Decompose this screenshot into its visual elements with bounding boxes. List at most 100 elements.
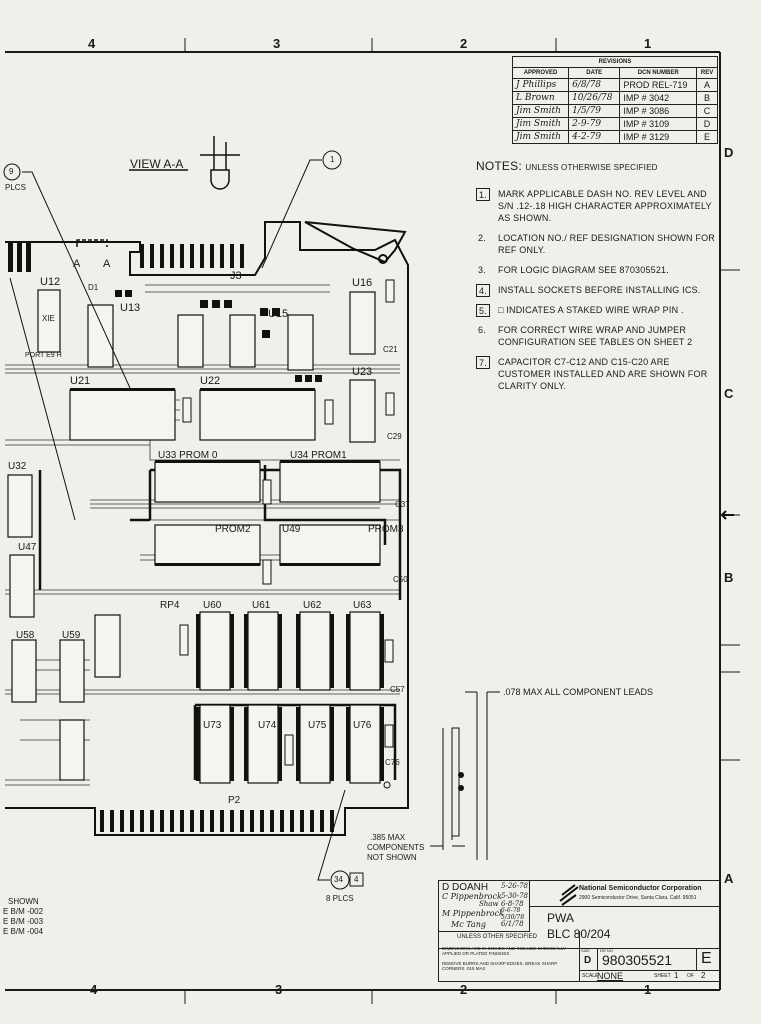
drawing-title-1: PWA <box>547 911 574 925</box>
note-text: FOR CORRECT WIRE WRAP AND JUMPER CONFIGU… <box>498 325 693 347</box>
callout-box-bottom: 4 <box>354 875 359 884</box>
ref-prom2: PROM2 <box>215 524 251 535</box>
note-text: FOR LOGIC DIAGRAM SEE 870305521. <box>498 265 669 275</box>
ref-u32: U32 <box>8 461 27 472</box>
burr-note: REMOVE BURRS AND SHARP EDGES. BREAK SHAR… <box>442 961 558 971</box>
revisions-title: REVISIONS <box>512 56 718 68</box>
approved-signature: J Phillips <box>511 78 570 92</box>
rev-date: 6/8/78 <box>568 78 621 92</box>
note-number: 1. <box>476 188 490 201</box>
note-item: 3. FOR LOGIC DIAGRAM SEE 870305521. <box>476 264 721 276</box>
approved-signature: Jim Smith <box>511 130 570 144</box>
rev-letter: E <box>696 130 718 144</box>
callout-plcs-top-left: PLCS <box>5 183 26 192</box>
note-item: 2. LOCATION NO./ REF DESIGNATION SHOWN FO… <box>476 232 721 256</box>
note-text: INSTALL SOCKETS BEFORE INSTALLING ICS. <box>498 285 701 295</box>
col-rev: REV <box>696 67 718 79</box>
ref-u16: U16 <box>352 277 373 289</box>
ref-u13: U13 <box>120 302 141 314</box>
approved-signature: L Brown <box>511 91 570 105</box>
company-name: National Semiconductor Corporation <box>579 885 702 892</box>
approved-date: 6/1/78 <box>501 920 524 928</box>
ref-u23: U23 <box>352 366 373 378</box>
zone-right-c: C <box>724 386 734 401</box>
rev-date: 4-2-79 <box>568 130 621 144</box>
dcn-number: IMP # 3109 <box>619 117 698 131</box>
drawing-title-2: BLC 80/204 <box>547 927 611 941</box>
zone-top-2: 2 <box>460 36 468 51</box>
ref-c37: C37 <box>395 500 410 509</box>
mfg-by: Shaw <box>479 900 499 908</box>
note-number: 4. <box>476 284 490 297</box>
note-text: CAPACITOR C7-C12 AND C15-C20 ARE CUSTOME… <box>498 357 708 391</box>
zone-right-b: B <box>724 570 734 585</box>
size-label: SIZE <box>581 948 590 953</box>
note-text: MARK APPLICABLE DASH NO. REV LEVEL AND S… <box>498 189 712 223</box>
zone-bottom-2: 2 <box>460 982 468 997</box>
dcn-number: PROD REL-719 <box>619 78 698 92</box>
col-dcn: DCN NUMBER <box>619 67 698 79</box>
view-balloon-number: 1 <box>330 155 335 164</box>
title-block: D DOANH 5-26-78 C Pippenbrock 5-30-78 Sh… <box>438 880 720 982</box>
callout-plcs-bottom: 8 PLCS <box>326 894 354 903</box>
rev-letter: D <box>696 117 718 131</box>
approved-signature: Jim Smith <box>511 104 570 118</box>
note-item: 5.□ INDICATES A STAKED WIRE WRAP PIN . <box>476 304 721 317</box>
ref-u49: U49 <box>282 524 301 535</box>
note-number: 3. <box>478 265 486 275</box>
note-text: LOCATION NO./ REF DESIGNATION SHOWN FOR … <box>498 233 715 255</box>
ref-c57: C57 <box>390 685 405 694</box>
bom-line: E B/M -004 <box>3 927 44 936</box>
rev-letter: C <box>696 104 718 118</box>
approved-by: Mc Tang <box>451 920 486 929</box>
callout-balloon-top-left: 9 <box>9 167 14 176</box>
zone-top-4: 4 <box>88 36 96 51</box>
drawing-revision: E <box>701 950 712 967</box>
scale-label: SCALE <box>582 973 599 979</box>
bom-shown: SHOWN <box>8 897 39 906</box>
ref-xie: XIE <box>42 314 55 323</box>
ref-p2: P2 <box>228 795 241 806</box>
zone-bottom-1: 1 <box>644 982 652 997</box>
ref-u63: U63 <box>353 600 372 611</box>
zone-right-d: D <box>724 145 734 160</box>
size-value: D <box>584 955 592 966</box>
checked-by: C Pippenbrock <box>442 892 502 901</box>
ref-prom3: PROM3 <box>368 524 404 535</box>
notes-subheading: UNLESS OTHERWISE SPECIFIED <box>525 163 658 172</box>
ref-port: PORT E9 H <box>25 352 62 359</box>
ref-c76: C76 <box>385 758 400 767</box>
ref-rp4: RP4 <box>160 600 180 611</box>
note-number: 7. <box>476 356 490 369</box>
eng-by: M Pippenbrock <box>442 909 504 918</box>
sheet-number: 1 <box>674 971 679 980</box>
bom-line: E B/M -002 <box>3 907 44 916</box>
zone-right-a: A <box>724 871 734 886</box>
note-item: 1. MARK APPLICABLE DASH NO. REV LEVEL AND… <box>476 188 721 224</box>
sheet-label: SHEET <box>654 973 671 979</box>
note-number: 2. <box>478 233 486 243</box>
rev-letter: B <box>696 91 718 105</box>
notes-section: NOTES: UNLESS OTHERWISE SPECIFIED 1. MARK… <box>476 160 721 400</box>
revisions-table: REVISIONS APPROVED DATE DCN NUMBER REV J… <box>511 56 718 144</box>
ref-u74: U74 <box>258 720 277 731</box>
drawn-by: D DOANH <box>442 882 489 893</box>
section-marker-a-left: A <box>73 258 81 270</box>
height-dimension-note-1: COMPONENTS <box>367 843 425 852</box>
zone-bottom-4: 4 <box>90 982 98 997</box>
ref-u22: U22 <box>200 375 221 387</box>
rev-letter: A <box>696 78 718 92</box>
zone-top-3: 3 <box>273 36 281 51</box>
ref-u60: U60 <box>203 600 222 611</box>
ref-c50: C50 <box>393 575 408 584</box>
notes-title: NOTES: UNLESS OTHERWISE SPECIFIED <box>476 160 721 174</box>
ref-u12: U12 <box>40 276 61 288</box>
unless-specified: UNLESS OTHER SPECIFIED <box>457 934 538 940</box>
zone-bottom-3: 3 <box>275 982 283 997</box>
mfg-date: 6-8-78 <box>501 900 524 908</box>
